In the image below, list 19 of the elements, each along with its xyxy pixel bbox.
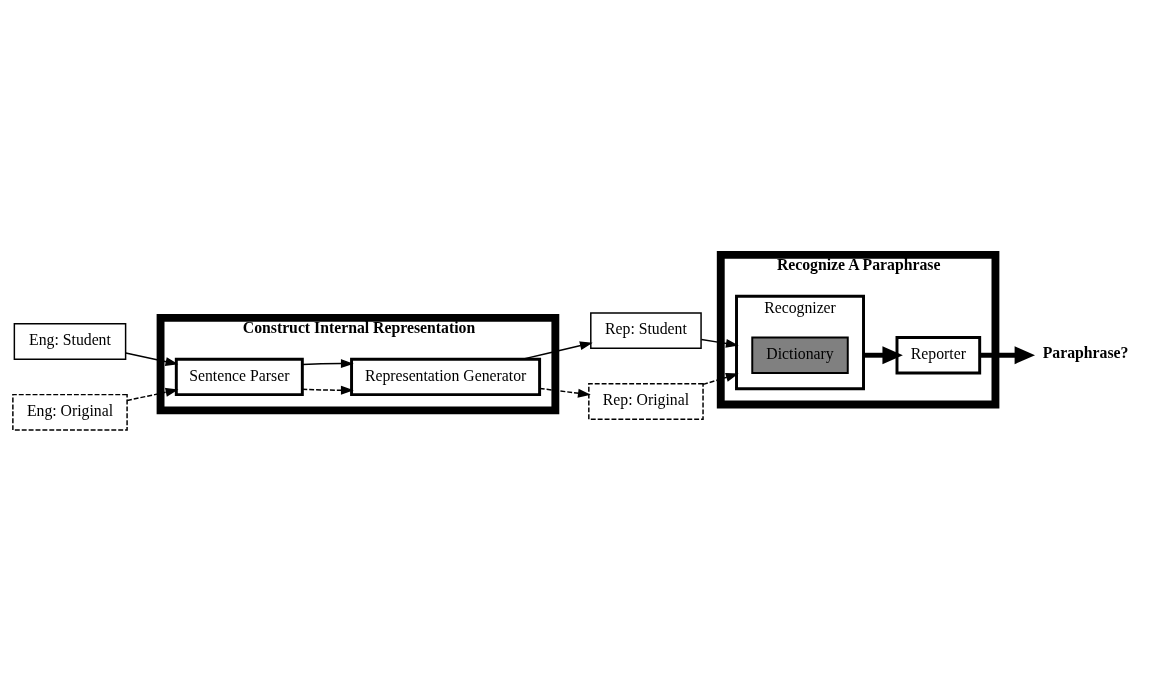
node-box: Eng: Original — [12, 393, 128, 431]
node-box: Dictionary — [751, 336, 849, 374]
node-text: Paraphrase? — [1042, 343, 1129, 361]
arrow — [125, 352, 179, 366]
node-box: Eng: Student — [13, 323, 127, 360]
arrow — [301, 385, 354, 395]
node-box: Rep: Student — [590, 312, 702, 350]
node-box: Rep: Original — [588, 383, 704, 420]
arrow — [301, 359, 354, 369]
node-box: Representation Generator — [350, 357, 542, 397]
node-box: Reporter — [895, 336, 982, 375]
arrow — [700, 338, 739, 348]
node-box: Sentence Parser — [174, 357, 304, 397]
arrow — [521, 341, 593, 360]
arrow — [979, 346, 1035, 365]
arrow — [126, 387, 179, 402]
arrow — [863, 346, 903, 365]
arrow — [538, 387, 591, 398]
arrow — [702, 373, 739, 386]
